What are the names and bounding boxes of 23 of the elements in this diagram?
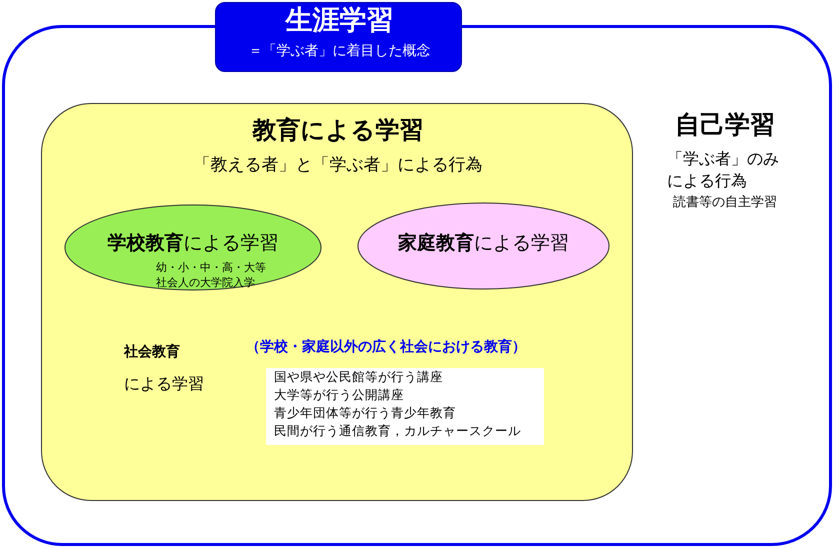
list-item: 国や県や公民館等が行う講座 — [274, 369, 443, 384]
category-ellipse — [357, 202, 610, 290]
region-description: 「教える者」と「学ぶ者」による行為 — [192, 155, 484, 176]
example-text: 幼・小・中・高・大等 — [156, 261, 266, 274]
example-text: 読書等の自主学習 — [673, 195, 777, 211]
list-item: 青少年団体等が行う青少年教育 — [274, 405, 456, 420]
category-heading: による学習 — [124, 374, 204, 394]
category-heading: 社会教育 — [124, 344, 180, 361]
title-banner — [215, 2, 462, 72]
subtitle-text: ＝「学ぶ者」に着目した概念 — [248, 43, 432, 60]
list-item: 民間が行う通信教育，カルチャースクール — [274, 423, 521, 438]
region-heading: 自己学習 — [675, 110, 775, 140]
region-heading: 教育による学習 — [251, 116, 424, 145]
title-text: 生涯学習 — [284, 5, 394, 38]
education-region — [41, 103, 633, 501]
category-label: 学校教育による学習 — [106, 232, 280, 255]
example-list-box — [266, 368, 544, 445]
region-description: 「学ぶ者」のみによる行為 — [667, 148, 780, 192]
list-item: 大学等が行う公開講座 — [274, 387, 404, 402]
category-ellipse — [64, 204, 322, 291]
category-note: （学校・家庭以外の広く社会における教育） — [246, 339, 526, 356]
category-label: 家庭教育による学習 — [397, 232, 570, 255]
example-text: 社会人の大学院入学 — [156, 276, 255, 290]
